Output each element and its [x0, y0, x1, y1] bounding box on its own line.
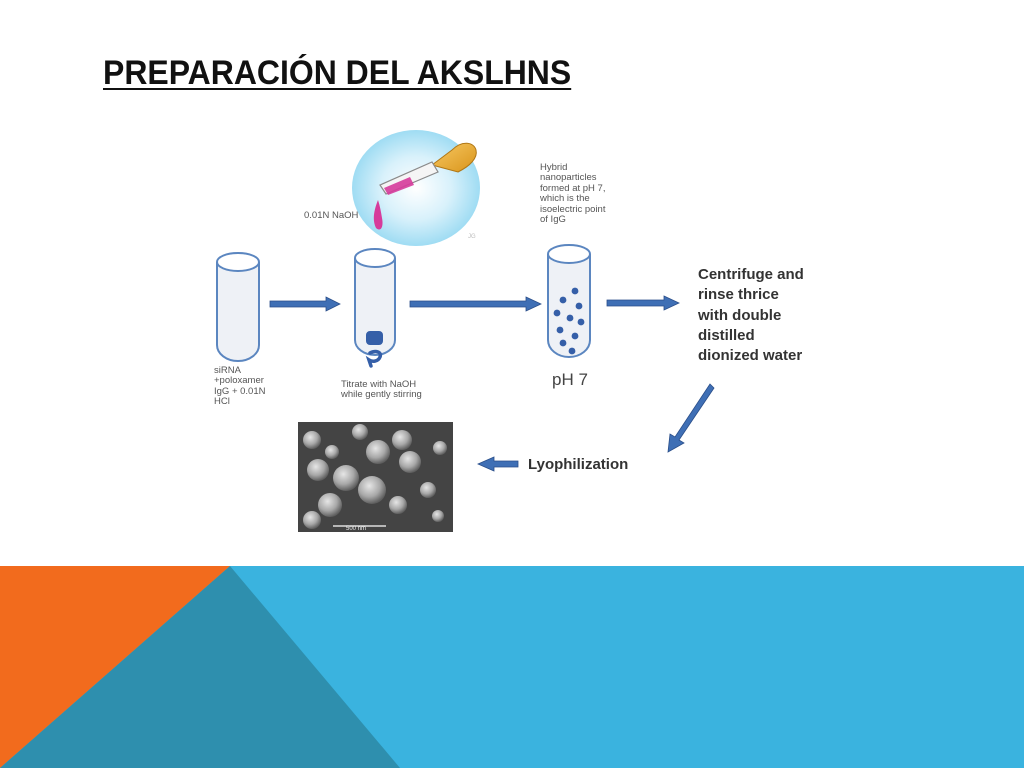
scale-bar-label: 500 nm [346, 526, 366, 532]
test-tube-1 [216, 252, 260, 362]
stir-arrow-icon [365, 349, 383, 368]
ph-label: pH 7 [552, 370, 588, 389]
page-title: PREPARACIÓN DEL AKSLHNS [103, 54, 572, 92]
flow-arrows [269, 295, 715, 472]
arrow-right-1 [269, 296, 341, 312]
test-tube-2 [354, 248, 396, 368]
arrow-left [477, 456, 519, 472]
footer-decoration [0, 566, 1024, 768]
footer-teal-triangle [0, 566, 400, 768]
dropper-illustration: JG [352, 130, 480, 246]
svg-text:JG: JG [468, 234, 476, 240]
naoh-label: 0.01N NaOH [304, 210, 359, 221]
arrow-right-3 [606, 295, 680, 311]
nanoparticle-dots [553, 287, 585, 355]
test-tube-3 [547, 244, 591, 358]
tube1-label: siRNA +poloxamer IgG + 0.01N HCl [214, 365, 266, 408]
tube2-label: Titrate with NaOH while gently stirring [341, 379, 422, 401]
centrifuge-label: Centrifuge and rinse thrice with double … [698, 266, 804, 364]
lyophilization-label: Lyophilization [528, 456, 629, 473]
arrow-right-2 [409, 296, 542, 312]
hybrid-label: Hybrid nanoparticles formed at pH 7, whi… [540, 162, 606, 226]
sem-micrograph: 500 nm [298, 422, 453, 532]
arrow-down-left [667, 383, 715, 453]
